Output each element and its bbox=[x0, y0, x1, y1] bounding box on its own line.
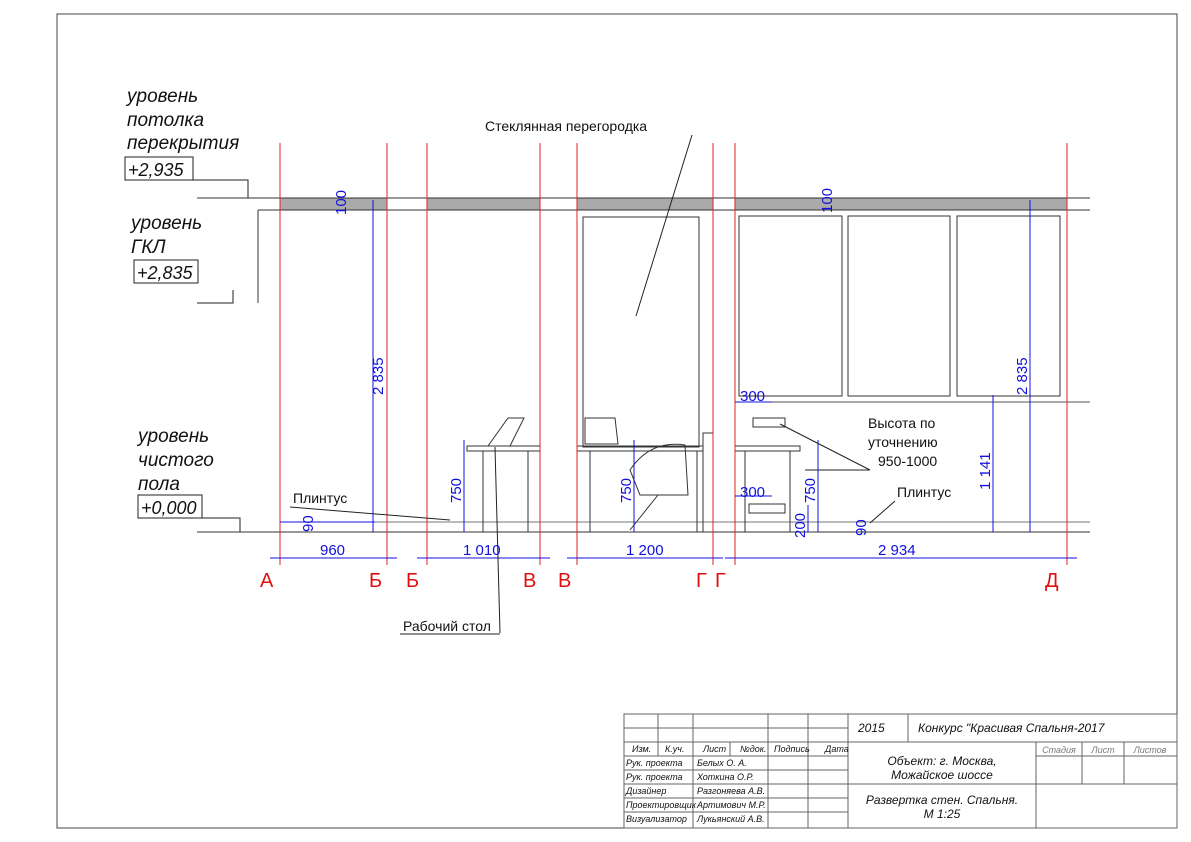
dim-socket-offset: 300 bbox=[740, 388, 765, 405]
level-floor-value: +0,000 bbox=[141, 498, 197, 518]
dim-socket-height: 200 bbox=[792, 513, 809, 538]
title-block bbox=[623, 713, 1178, 829]
dim-960: 960 bbox=[320, 542, 345, 559]
plinth-label: Плинтус bbox=[293, 490, 347, 506]
dim-1010: 1 010 bbox=[463, 542, 501, 559]
level-ceiling-value: +2,935 bbox=[128, 160, 185, 180]
tb-header: Лист bbox=[702, 744, 727, 754]
tb-name: Белых О. А. bbox=[697, 758, 747, 768]
axis-lines bbox=[279, 143, 1068, 565]
level-floor-label: уровень bbox=[136, 426, 209, 447]
axis-label: Д bbox=[1045, 570, 1059, 592]
tb-year: 2015 bbox=[857, 721, 885, 735]
tb-sheet-title: М 1:25 bbox=[924, 807, 961, 821]
axis-label: В bbox=[523, 570, 536, 592]
dim-1200: 1 200 bbox=[626, 542, 664, 559]
level-ceiling-label: потолка bbox=[127, 110, 204, 131]
tb-object: Можайское шоссе bbox=[891, 768, 993, 782]
height-note: 950-1000 bbox=[878, 453, 937, 469]
tb-header: Подпись bbox=[774, 744, 810, 754]
height-note: уточнению bbox=[868, 434, 938, 450]
tb-role: Рук. проекта bbox=[626, 772, 682, 782]
level-ceiling-label: уровень bbox=[125, 86, 198, 107]
tb-header: Изм. bbox=[632, 744, 651, 754]
socket-block-bottom bbox=[748, 503, 786, 514]
tb-contest: Конкурс "Красивая Спальня-2017 bbox=[918, 721, 1106, 735]
dim-height: 2 835 bbox=[370, 357, 387, 395]
tb-role: Дизайнер bbox=[625, 786, 666, 796]
dim-height: 2 835 bbox=[1014, 357, 1031, 395]
dimension-lines bbox=[270, 200, 1077, 559]
tb-name: Лукьянский А.В. bbox=[696, 814, 765, 824]
dim-plinth: 90 bbox=[300, 515, 317, 532]
tb-role: Рук. проекта bbox=[626, 758, 682, 768]
tb-role: Визуализатор bbox=[626, 814, 687, 824]
dim-gkl: 100 bbox=[333, 190, 350, 215]
dim-desk: 750 bbox=[448, 478, 465, 503]
glass-panels bbox=[582, 215, 1061, 448]
tb-role: Проектировщик bbox=[626, 800, 697, 810]
level-leaders bbox=[124, 156, 249, 532]
axis-label: Б bbox=[406, 570, 419, 592]
level-gkl-label: уровень bbox=[129, 213, 202, 234]
axis-label: Г bbox=[696, 570, 707, 592]
tb-name: Разгоняева А.В. bbox=[697, 786, 765, 796]
tb-header: №док. bbox=[740, 744, 766, 754]
tb-object: Объект: г. Москва, bbox=[887, 754, 996, 768]
tb-sheet-title: Развертка стен. Спальня. bbox=[866, 793, 1018, 807]
tb-stage-header: Листов bbox=[1133, 745, 1167, 755]
tb-stage-header: Стадия bbox=[1042, 745, 1076, 755]
sheet-frame bbox=[56, 13, 1178, 829]
level-floor-label: чистого bbox=[138, 450, 214, 471]
dim-socket-offset: 300 bbox=[740, 484, 765, 501]
dim-desk: 750 bbox=[802, 478, 819, 503]
level-gkl-label: ГКЛ bbox=[131, 237, 167, 258]
dim-gkl: 100 bbox=[819, 188, 836, 213]
tb-header: К.уч. bbox=[665, 744, 684, 754]
desk-label: Рабочий стол bbox=[403, 618, 491, 634]
height-note: Высота по bbox=[868, 415, 936, 431]
axis-label: В bbox=[558, 570, 571, 592]
axis-label: Б bbox=[369, 570, 382, 592]
ceiling-band bbox=[197, 197, 1090, 533]
plinth-label: Плинтус bbox=[897, 484, 951, 500]
dim-2934: 2 934 bbox=[878, 542, 916, 559]
dim-sill: 1 141 bbox=[977, 452, 994, 490]
socket-block-top bbox=[752, 417, 786, 428]
tb-name: Артимович М.Р. bbox=[696, 800, 766, 810]
level-floor-label: пола bbox=[138, 474, 180, 495]
dim-plinth: 90 bbox=[853, 519, 870, 536]
level-ceiling-label: перекрытия bbox=[127, 133, 239, 154]
tb-header: Дата bbox=[824, 744, 849, 754]
annotation-leaders bbox=[289, 134, 896, 634]
level-gkl-value: +2,835 bbox=[137, 263, 194, 283]
axis-label: Г bbox=[715, 570, 726, 592]
tb-stage-header: Лист bbox=[1090, 745, 1115, 755]
tb-name: Хоткина О.Р. bbox=[696, 772, 754, 782]
dim-desk: 750 bbox=[618, 478, 635, 503]
glass-partition-label: Стеклянная перегородка bbox=[485, 118, 647, 134]
axis-label: А bbox=[260, 570, 274, 592]
